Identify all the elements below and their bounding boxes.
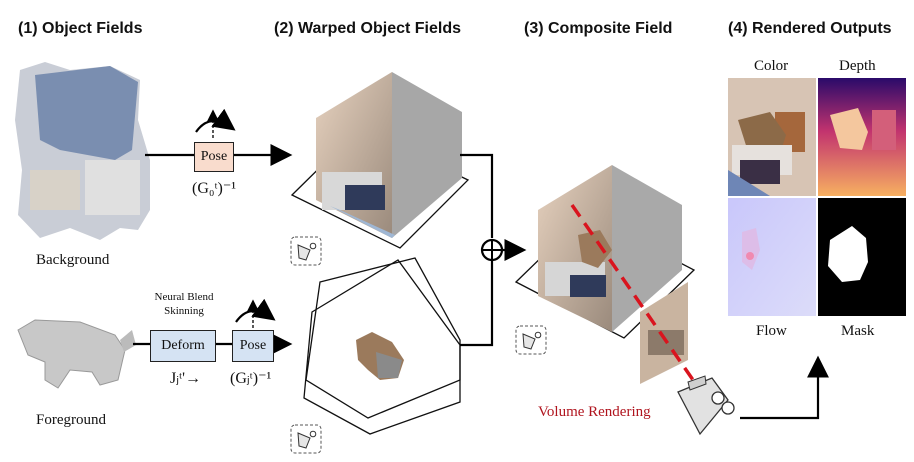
pose-math-background: (G₀ᵗ)⁻¹ (192, 180, 237, 197)
volume-rendering-label: Volume Rendering (538, 404, 651, 420)
deform-box: Deform (150, 330, 216, 362)
output-flow-label: Flow (756, 323, 787, 339)
camera-icon (290, 236, 322, 266)
header-composite-field: (3) Composite Field (524, 20, 673, 37)
rotate-arrow-icon (235, 298, 276, 328)
camera-icon (515, 325, 547, 355)
deform-math: Jⱼᵗ'→ (170, 370, 201, 387)
camera-icon (290, 424, 322, 454)
header-warped-fields: (2) Warped Object Fields (274, 20, 461, 37)
foreground-label: Foreground (36, 412, 106, 428)
background-pointcloud (15, 62, 150, 240)
neural-blend-skinning-label: Neural Blend Skinning (154, 291, 214, 317)
output-flow-image (728, 198, 816, 316)
composite-field (514, 165, 696, 384)
output-depth-image (818, 78, 906, 196)
output-color-label: Color (754, 58, 789, 74)
header-rendered-outputs: (4) Rendered Outputs (728, 20, 892, 37)
volume-rendering-ray (570, 204, 702, 391)
pose-box-background: Pose (194, 142, 234, 172)
background-label: Background (36, 252, 110, 268)
warped-foreground-field (303, 257, 461, 435)
rotate-arrow-icon (195, 108, 236, 138)
warped-background-field (290, 72, 470, 249)
header-object-fields: (1) Object Fields (18, 20, 143, 37)
output-color-image (728, 78, 816, 196)
foreground-mesh (17, 319, 136, 389)
output-mask-image (818, 198, 906, 316)
output-mask-label: Mask (841, 323, 875, 339)
pose-box-foreground: Pose (232, 330, 274, 362)
pose-math-foreground: (Gⱼᵗ)⁻¹ (230, 370, 272, 387)
camera-icon (677, 375, 735, 436)
output-depth-label: Depth (839, 58, 876, 74)
plus-circle-icon (480, 238, 504, 262)
